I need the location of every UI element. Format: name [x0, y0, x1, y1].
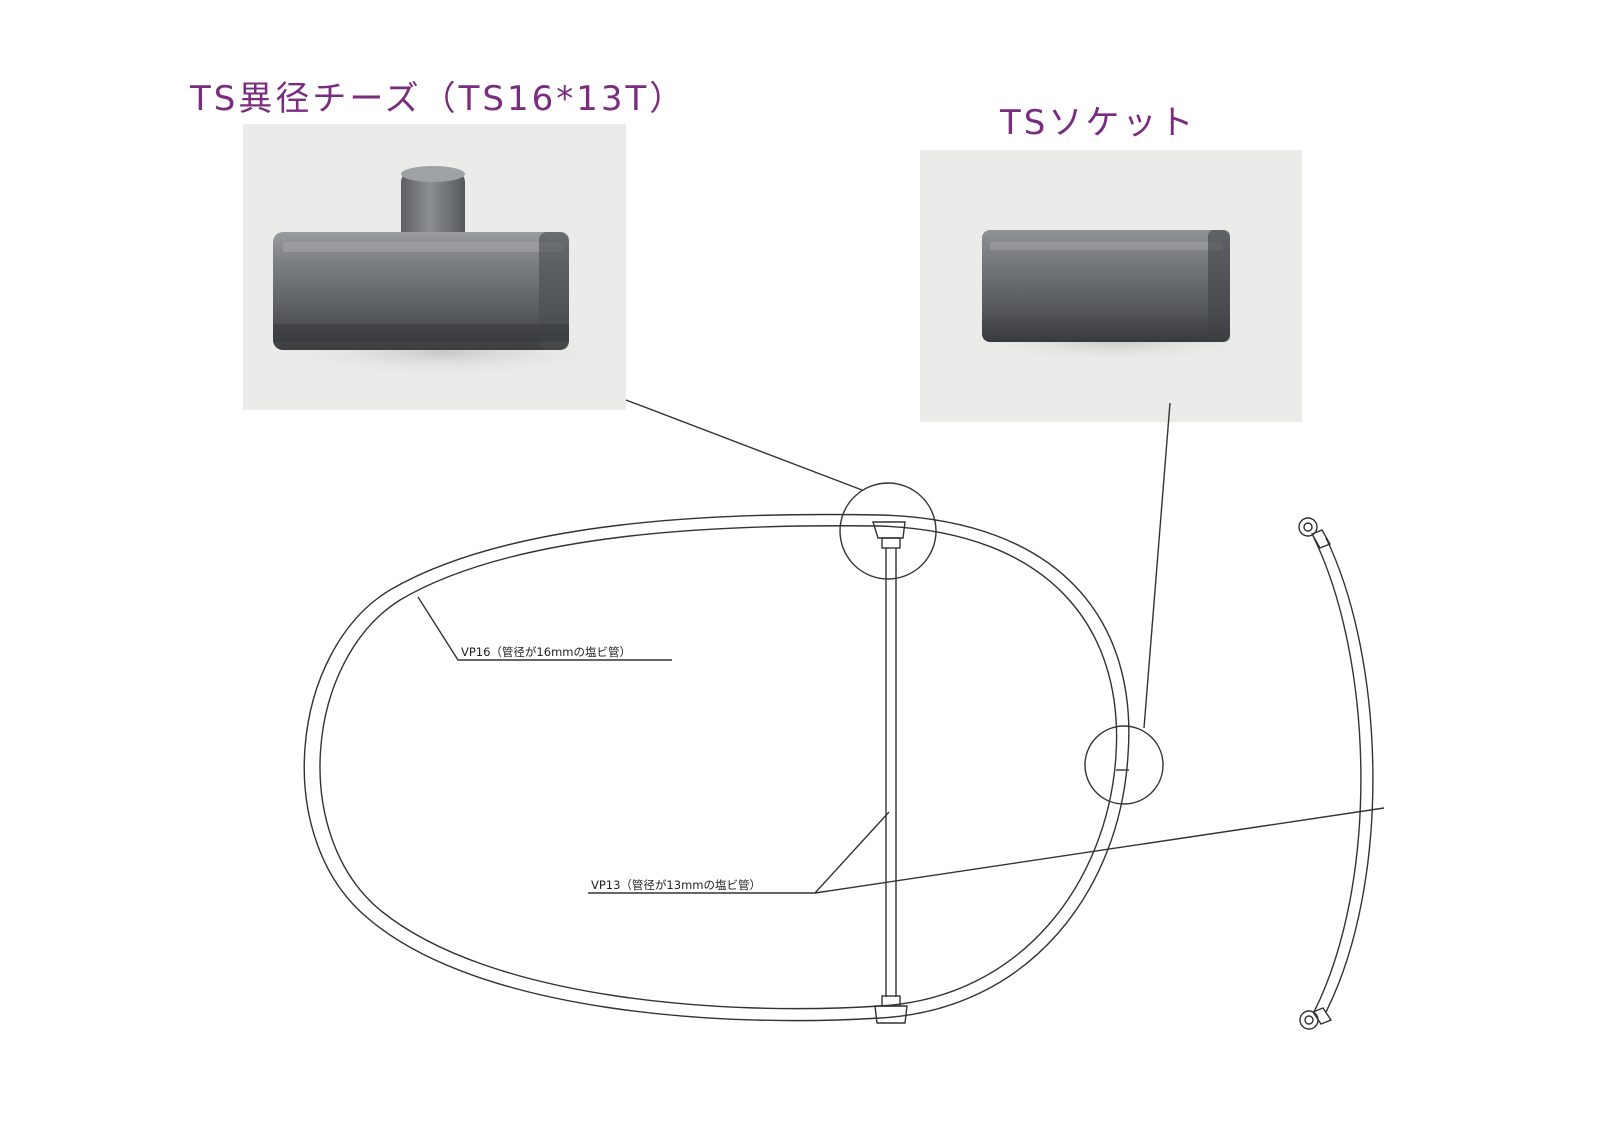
tee-title: TS異径チーズ（TS16*13T）	[190, 79, 687, 119]
socket-photo	[920, 150, 1302, 422]
vp16-oval-inner	[319, 525, 1118, 1010]
pipe-end-loop-top-inner	[1303, 522, 1313, 532]
vp13-label: VP13（管径が13mmの塩ビ管）	[591, 878, 761, 892]
tee-stub-top	[881, 537, 901, 549]
pipe-socket-photo-icon	[965, 230, 1265, 364]
vp13-leader-line-right	[814, 807, 1385, 894]
socket-leader-line	[1143, 402, 1171, 729]
vp16-leader-line	[417, 596, 672, 661]
tee-fitting-top	[872, 521, 906, 539]
tee-callout-circle[interactable]	[839, 482, 937, 580]
tee-stub-bottom	[881, 995, 901, 1007]
socket-title: TSソケット	[1000, 103, 1197, 143]
pipe-end-cap-top	[1310, 529, 1332, 549]
tee-fitting-bottom	[874, 1005, 908, 1024]
vp16-label: VP16（管径が16mmの塩ビ管）	[461, 645, 631, 659]
vp13-curved-pipe-outer	[1325, 537, 1374, 1013]
pipe-end-loop-top	[1298, 517, 1318, 537]
pipe-tee-photo-icon	[268, 166, 618, 378]
pipe-end-cap-bottom	[1311, 1007, 1333, 1025]
tee-photo	[243, 124, 626, 410]
pipe-end-loop-bottom	[1299, 1010, 1319, 1030]
socket-callout-circle[interactable]	[1084, 725, 1164, 805]
tee-leader-line	[625, 399, 863, 491]
vp13-curved-pipe-inner	[1313, 537, 1362, 1013]
vp16-oval-outer	[303, 513, 1130, 1022]
pipe-end-loop-bottom-inner	[1304, 1015, 1314, 1025]
